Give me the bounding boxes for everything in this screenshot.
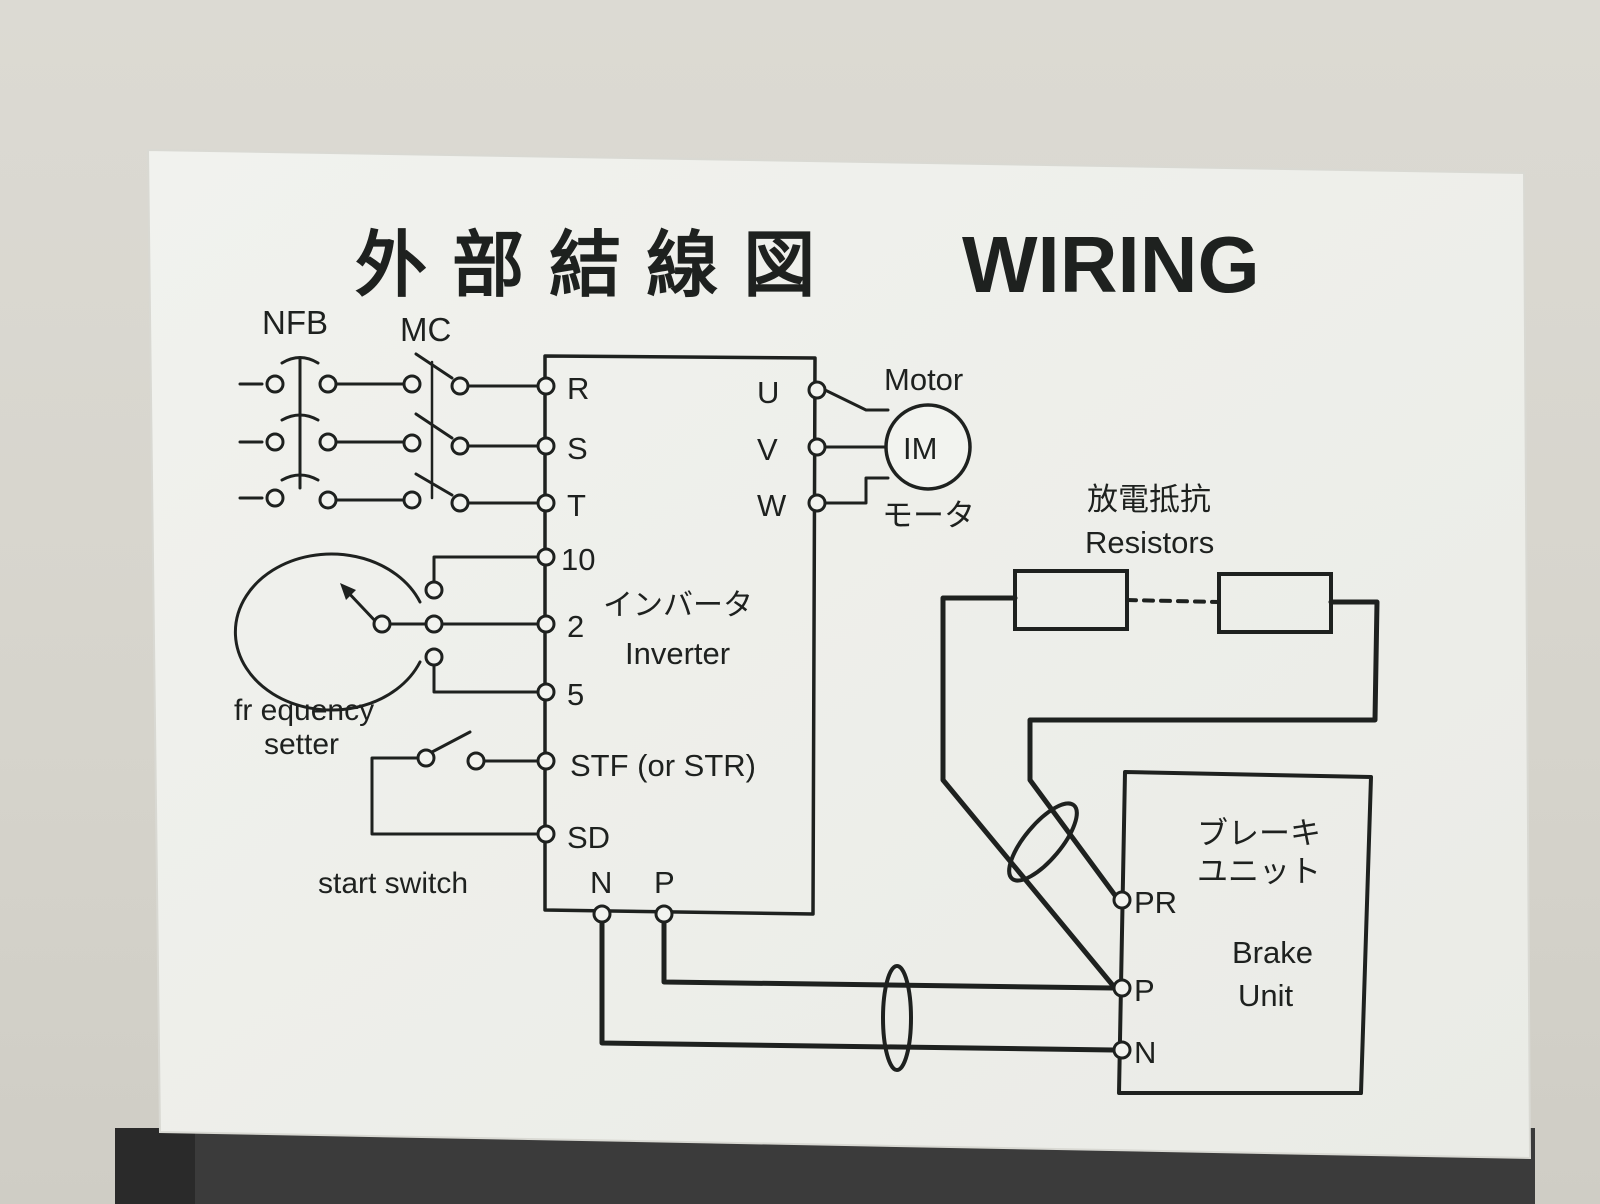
brake-unit-terminals xyxy=(1112,890,1132,1060)
motor-symbol xyxy=(884,403,972,491)
power-input-wiring xyxy=(238,352,542,513)
inverter-terminal-n xyxy=(592,904,612,924)
motor-wiring xyxy=(807,380,972,513)
inverter-en-label: Inverter xyxy=(625,636,730,671)
inverter-left-terminals xyxy=(536,376,556,844)
start-switch xyxy=(370,730,540,836)
brake-unit-en-line2: Unit xyxy=(1238,978,1294,1013)
inverter-n-label: N xyxy=(590,865,612,900)
frequency-setter-potentiometer xyxy=(233,552,540,712)
frequency-setter-label-line1: fr equency xyxy=(234,694,374,727)
brake-terminal-pr-label: PR xyxy=(1134,885,1177,920)
brake-unit-jp-line1: ブレーキ xyxy=(1197,816,1321,852)
terminal-u-label: U xyxy=(757,375,779,410)
mc-label: MC xyxy=(400,311,451,348)
motor-en-label: Motor xyxy=(884,362,963,397)
brake-terminal-p-label: P xyxy=(1134,973,1155,1008)
title-english: WIRING xyxy=(962,220,1260,309)
terminal-t-label: T xyxy=(567,488,586,523)
terminal-10-label: 10 xyxy=(561,542,595,577)
brake-wiring xyxy=(599,595,1380,1072)
inverter-terminal-p xyxy=(654,904,674,924)
nfb-label: NFB xyxy=(262,304,328,341)
brake-unit-jp-line2: ユニット xyxy=(1197,854,1321,890)
motor-jp-label: モータ xyxy=(882,498,975,534)
frequency-setter-label-line2: setter xyxy=(264,728,339,761)
terminal-2-label: 2 xyxy=(567,609,584,644)
terminal-s-label: S xyxy=(567,431,588,466)
resistors-en-label: Resistors xyxy=(1085,525,1214,560)
inverter-p-label: P xyxy=(654,865,675,900)
terminal-sd-label: SD xyxy=(567,820,610,855)
inverter-jp-label: インバータ xyxy=(603,588,753,623)
motor-im-label: IM xyxy=(903,431,937,466)
label-plate xyxy=(146,148,1532,1160)
title-japanese: 外 部 結 線 図 xyxy=(355,223,815,307)
resistors-jp-label: 放電抵抗 xyxy=(1087,482,1211,518)
inverter-box xyxy=(543,354,817,916)
start-switch-label: start switch xyxy=(318,867,468,900)
terminal-5-label: 5 xyxy=(567,677,584,712)
terminal-w-label: W xyxy=(757,488,787,523)
terminal-r-label: R xyxy=(567,371,589,406)
brake-terminal-n-label: N xyxy=(1134,1035,1156,1070)
terminal-v-label: V xyxy=(757,432,778,467)
terminal-stf-label: STF (or STR) xyxy=(570,748,756,783)
brake-unit-en-line1: Brake xyxy=(1232,935,1313,970)
